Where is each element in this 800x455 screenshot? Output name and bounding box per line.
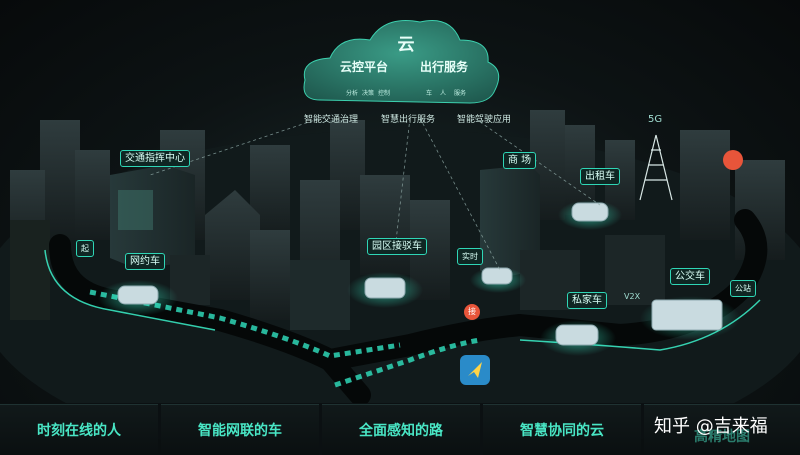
travel-service-label: 出行服务 <box>420 60 469 74</box>
bottom-label-hd-map: 高精地图 <box>694 429 750 445</box>
bottom-panel-5 <box>644 404 800 455</box>
tag-pickup: 接 <box>468 307 476 316</box>
platform-item-1: 决策 <box>362 90 375 97</box>
tag-ride-hailing: 网约车 <box>125 253 165 270</box>
bottom-label-vehicles: 智能网联的车 <box>198 423 282 439</box>
bottom-label-roads: 全面感知的路 <box>359 423 443 439</box>
tag-traffic-center: 交通指挥中心 <box>120 150 190 167</box>
tag-bus: 公交车 <box>670 268 710 285</box>
vehicles <box>117 202 723 346</box>
bottom-label-cloud: 智慧协同的云 <box>520 423 604 439</box>
bottom-panel-3 <box>322 404 480 455</box>
travel-item-2: 服务 <box>454 90 467 97</box>
service-traffic-governance: 智能交通治理 <box>304 115 359 125</box>
tag-taxi: 出租车 <box>580 168 620 185</box>
service-smart-driving: 智能驾驶应用 <box>457 115 512 125</box>
road-markings <box>89 289 481 388</box>
travel-item-0: 车 <box>426 90 433 97</box>
v2x-label: V2X <box>624 292 641 301</box>
tag-mall: 商 场 <box>503 152 537 169</box>
bottom-panel-1 <box>0 404 158 455</box>
pickup-pin-icon <box>464 304 480 320</box>
cloud-shape <box>303 20 500 104</box>
orange-badge-icon <box>723 150 743 170</box>
watermark: 知乎 @吉来福 <box>654 416 768 437</box>
tag-realtime: 实时 <box>457 248 483 265</box>
5g-tower <box>639 134 673 201</box>
tag-start: 起 <box>76 240 94 257</box>
bottom-panel-2 <box>161 404 319 455</box>
midground-buildings <box>10 175 665 330</box>
travel-item-1: 人 <box>440 90 447 97</box>
tag-bus-stop: 公站 <box>730 280 756 297</box>
traffic-center-building <box>110 165 195 270</box>
platform-item-2: 控制 <box>378 90 391 97</box>
cloud-platform-label: 云控平台 <box>340 60 389 74</box>
tag-campus-shuttle: 园区接驳车 <box>367 238 427 255</box>
bottom-label-people: 时刻在线的人 <box>37 423 121 439</box>
tag-private-car: 私家车 <box>567 292 607 309</box>
platform-item-0: 分析 <box>346 90 359 97</box>
bottom-panel-4 <box>483 404 641 455</box>
5g-label: 5G <box>648 114 663 125</box>
cloud-title: 云 <box>397 35 415 55</box>
service-smart-travel: 智慧出行服务 <box>381 115 436 125</box>
